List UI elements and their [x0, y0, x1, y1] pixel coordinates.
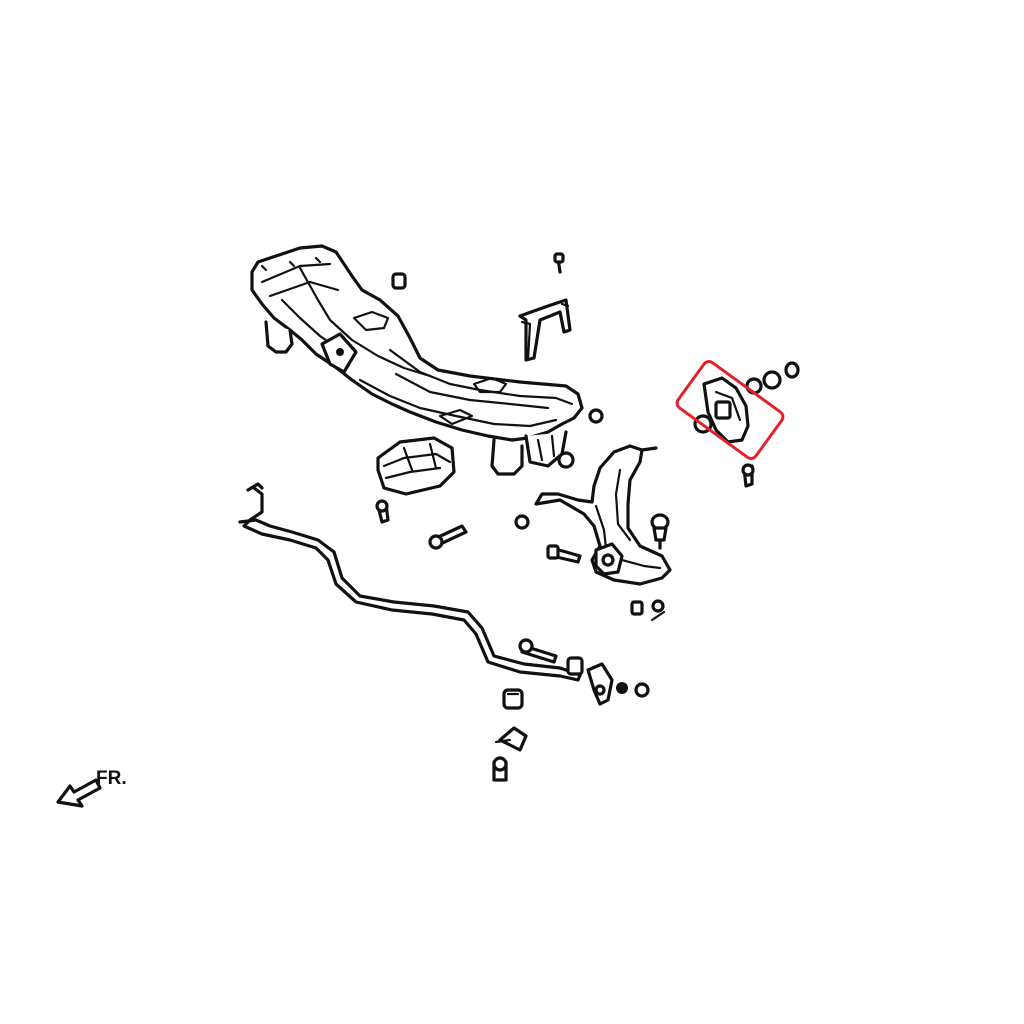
stabilizer-bar — [238, 482, 584, 682]
upper-bracket — [518, 252, 572, 362]
front-arrow-icon — [56, 778, 102, 808]
arm-nuts — [630, 599, 666, 622]
lower-control-arm — [514, 444, 672, 586]
bar-bushing-bracket — [492, 688, 528, 782]
front-crossmember — [250, 244, 584, 476]
stabilizer-link — [586, 662, 650, 706]
stabilizer-bolt — [518, 638, 558, 664]
front-direction-label: FR. — [96, 768, 127, 789]
crossmember-bushing — [391, 272, 407, 290]
rear-bushing-highlight — [675, 360, 785, 460]
rear-bushing — [693, 361, 800, 488]
engine-mount — [375, 436, 456, 524]
ball-joint — [650, 513, 670, 550]
mount-bolts — [428, 408, 604, 564]
